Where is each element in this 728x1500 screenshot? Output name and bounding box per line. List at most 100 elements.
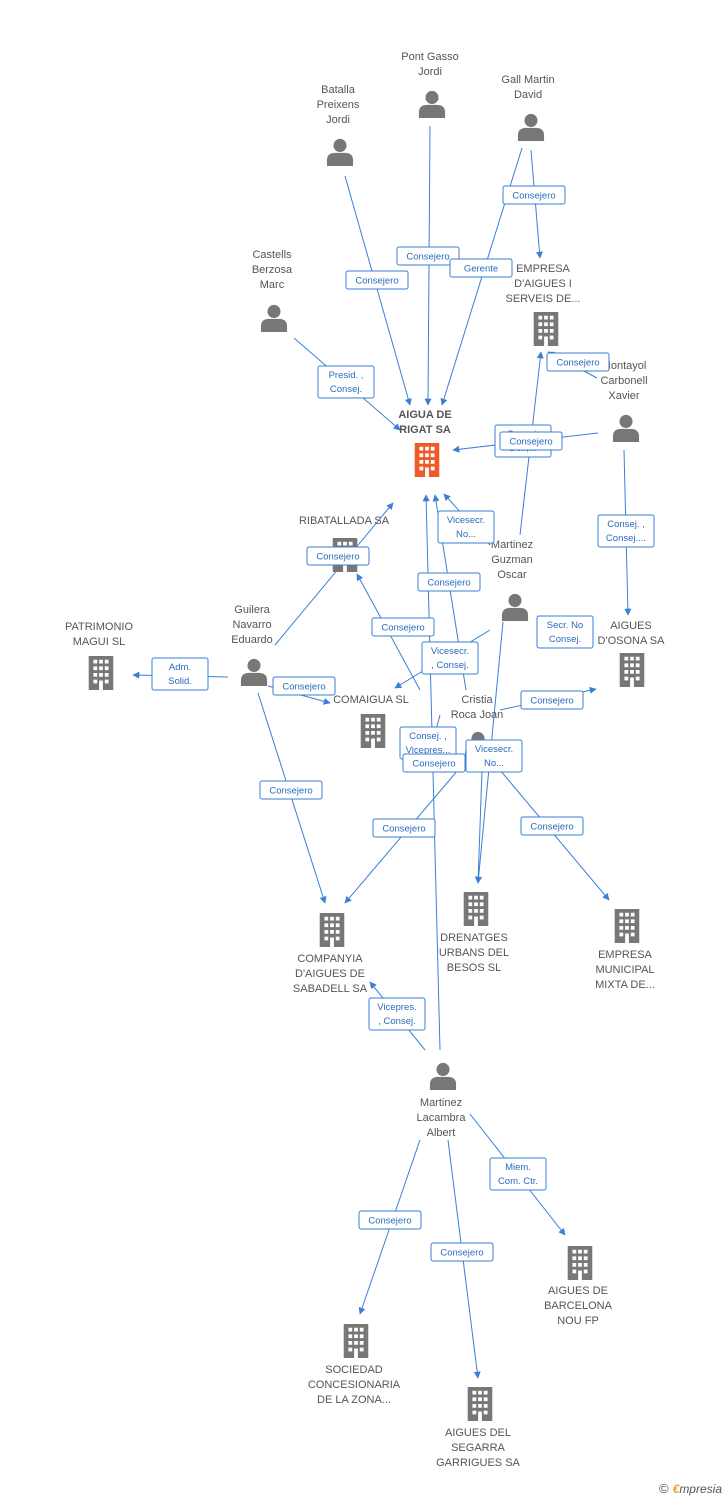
building-icon [88,656,114,690]
edge-label-martinez_lacambra-to-aigues_barcelona[interactable]: Miem.Com. Ctr. [489,1157,547,1191]
node-label: Berzosa [252,264,293,276]
brand-name: mpresia [679,1482,722,1496]
edge-label-castells-to-aigua_rigat[interactable]: Presid. ,Consej. [317,365,375,399]
edge-label-batalla-to-aigua_rigat[interactable]: Consejero [345,270,409,290]
brand-logo: €mpresia [673,1482,722,1496]
edge-label-cristia_roca-to-companyia_sabadell[interactable]: Consejero [372,818,436,838]
edge-label-cristia_roca-to-aigua_rigat[interactable]: Consejero [417,572,481,592]
node-label: AIGUA DE [398,409,451,421]
node-label: RIBATALLADA SA [299,515,390,527]
edge-label-guilera-to-companyia_sabadell[interactable]: Consejero [259,780,323,800]
edge-label-box [402,753,466,773]
edge-label-montayol-to-empresa_aigues_serveis[interactable]: Consejero [546,352,610,372]
edge-label-box [396,246,460,266]
edge-label-text: Consejero [406,252,449,263]
edge-label-text: Vicesecr. [447,515,485,526]
node-label: SEGARRA [451,1442,505,1454]
node-label: Jordi [326,114,350,126]
building-icon [533,312,559,346]
node-label: Martinez [420,1097,462,1109]
node-aigues_segarra[interactable]: AIGUES DEL SEGARRA GARRIGUES SA [436,1387,521,1469]
edge-label-pont_gasso-to-aigua_rigat[interactable]: Consejero [396,246,460,266]
edge-label-guilera-to-patrimonio_magui[interactable]: Adm. Solid. [151,657,209,691]
edge-label-martinez_lacambra-to-companyia_sabadell[interactable]: Vicepres., Consej. [368,997,426,1031]
edge-label-text: Consejero [316,552,359,563]
node-comaigua[interactable]: COMAIGUA SL [333,694,409,748]
edge-label-martinez_lacambra-to-aigues_segarra[interactable]: Consejero [430,1242,494,1262]
edge-label-cristia_roca-to-ribatallada[interactable]: Consejero [371,617,435,637]
edge-label-box [368,997,426,1031]
edge-label-guilera-to-comaigua[interactable]: Consejero [272,676,336,696]
edge-label-text: Consejero [556,358,599,369]
edge-label-text: Consejero [412,759,455,770]
person-icon [517,113,545,141]
node-label: BESOS SL [447,962,501,974]
building-icon [414,443,440,477]
building-icon [614,909,640,943]
edge-label-cristia_roca-to-drenatges[interactable]: Vicesecr.No... [465,739,523,773]
node-label: D'AIGUES DE [295,968,365,980]
footer-brand[interactable]: ©€mpresia [659,1481,722,1496]
node-ribatallada[interactable]: RIBATALLADA SA [299,515,390,572]
edge-label-box [465,739,523,773]
node-label: AIGUES DEL [445,1427,511,1439]
node-label: Preixens [317,99,360,111]
edge-label-text: No... [456,529,476,540]
node-label: SERVEIS DE... [506,293,581,305]
edge-label-martinez_guzman-to-aigua_rigat[interactable]: Vicesecr. No... [437,510,495,544]
node-label: EMPRESA [516,263,570,275]
edge-label-gall_martin-to-aigua_rigat[interactable]: Gerente [449,258,513,278]
node-label: MUNICIPAL [595,964,654,976]
edge-label-martinez_guzman-to-empresa_aigues_serveis[interactable]: Consejero [499,431,563,451]
edge-label-box [151,657,209,691]
edge-label-cristia_roca-to-aigues_osona[interactable]: Consejero [520,690,584,710]
person-icon [612,414,640,442]
edge-label-guilera-to-ribatallada[interactable]: Consejero [306,546,370,566]
edge-label-montayol-to-aigues_osona[interactable]: Consej. ,Consej.... [597,514,655,548]
node-label: CONCESIONARIA [308,1379,401,1391]
edge-label-box [430,1242,494,1262]
edge-label-text: Vicesecr. [431,646,469,657]
edge-label-martinez_lacambra-to-sociedad_concesionaria[interactable]: Consejero [358,1210,422,1230]
edge-label-gall_martin-to-empresa_aigues_serveis[interactable]: Consejero [502,185,566,205]
node-label: Marc [260,279,285,291]
node-label: GARRIGUES SA [436,1457,520,1469]
person-icon [326,138,354,166]
edge-label-martinez_lacambra-to-aigua_rigat[interactable]: Consejero [402,753,466,773]
edge-label-text: Solid. [168,676,192,687]
node-label: Roca Joan [451,709,504,721]
brand-initial: € [672,1482,680,1496]
node-label: Guilera [234,604,270,616]
person-icon [418,90,446,118]
edge-label-martinez_guzman-to-comaigua[interactable]: Vicesecr., Consej. [421,641,479,675]
edge-label-box [520,816,584,836]
edge-label-text: No... [484,758,504,769]
building-icon [619,653,645,687]
edge-label-text: Consej.... [606,533,646,544]
building-icon [360,714,386,748]
edge-label-text: Adm. [169,662,191,673]
edge-label-text: Consejero [269,786,312,797]
building-icon [463,892,489,926]
edge-label-cristia_roca-to-empresa_municipal[interactable]: Consejero [520,816,584,836]
